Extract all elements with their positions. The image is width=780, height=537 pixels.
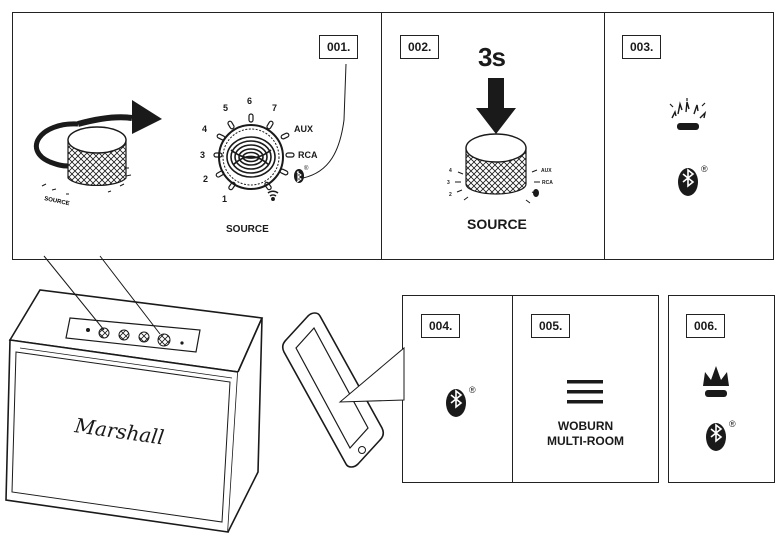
source-label-step2: SOURCE	[467, 216, 527, 232]
step-number-6: 006.	[686, 314, 726, 338]
rotate-knob-illustration: SOURCE	[33, 100, 162, 207]
step-number-4: 004.	[421, 314, 461, 338]
svg-text:3: 3	[447, 180, 450, 186]
registered-mark-step4: ®	[469, 385, 476, 395]
svg-text:RCA: RCA	[542, 180, 553, 186]
dial-number-5: 5	[223, 103, 229, 113]
flashing-led-illustration	[669, 98, 707, 130]
bluetooth-icon-step3	[678, 168, 698, 196]
registered-mark-step1: ®	[304, 166, 309, 172]
dial-label-aux: AUX	[294, 124, 314, 134]
press-hold-knob-illustration: 4 3 2 AUX RCA	[447, 78, 553, 204]
step-number-2: 002.	[400, 35, 440, 59]
phone-illustration	[281, 312, 405, 468]
menu-icon	[567, 380, 603, 404]
step-number-3: 003.	[622, 35, 662, 59]
svg-text:SOURCE: SOURCE	[44, 196, 70, 207]
registered-mark-step6: ®	[729, 419, 736, 429]
svg-text:4: 4	[449, 168, 452, 174]
bluetooth-icon-step4	[446, 389, 466, 417]
steady-led-illustration	[703, 366, 729, 397]
dial-number-4: 4	[202, 124, 208, 134]
svg-text:AUX: AUX	[541, 168, 552, 174]
speaker-illustration	[5, 255, 264, 533]
source-dial-illustration	[213, 63, 347, 201]
dial-number-6: 6	[247, 96, 253, 106]
registered-mark-step3: ®	[701, 164, 708, 174]
app-name-line1: WOBURN	[557, 419, 614, 433]
bluetooth-icon-step6	[706, 423, 726, 451]
hold-time-label: 3s	[478, 42, 506, 72]
step-number-1: 001.	[319, 35, 359, 59]
svg-text:2: 2	[449, 192, 452, 198]
dial-number-7: 7	[272, 103, 278, 113]
source-label-step1: SOURCE	[226, 224, 269, 235]
step-number-5: 005.	[531, 314, 571, 338]
dial-number-3: 3	[200, 150, 206, 160]
dial-number-1: 1	[222, 194, 228, 204]
bluetooth-small-icon	[294, 169, 304, 183]
dial-label-rca: RCA	[298, 150, 318, 160]
wifi-icon	[267, 190, 279, 201]
app-name-line2: MULTI-ROOM	[546, 434, 625, 448]
dial-number-2: 2	[203, 174, 209, 184]
